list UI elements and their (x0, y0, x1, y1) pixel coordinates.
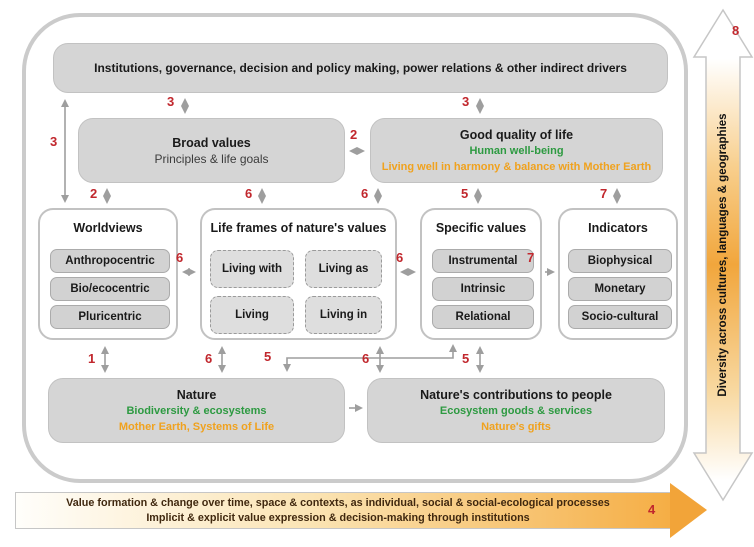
worldviews-item-anthropocentric: Anthropocentric (50, 249, 170, 273)
institutions-box: Institutions, governance, decision and p… (53, 43, 668, 93)
good-quality-green-line: Human well-being (469, 144, 564, 157)
connector-number: 6 (362, 351, 370, 366)
connector-number: 6 (205, 351, 213, 366)
diversity-arrow-label: Diversity across cultures, languages & g… (717, 113, 729, 397)
ncp-green-line: Ecosystem goods & services (439, 404, 593, 417)
broad-values-box: Broad values Principles & life goals (78, 118, 345, 183)
life-frame-living: Living (210, 296, 294, 334)
value-formation-arrow-head (670, 483, 707, 538)
specific-values-panel: Specific values Instrumental Intrinsic R… (420, 208, 542, 340)
indicators-panel: Indicators Biophysical Monetary Socio-cu… (558, 208, 678, 340)
life-frames-title: Life frames of nature's values (210, 221, 387, 235)
connector-number: 6 (245, 186, 253, 201)
worldviews-item-bio-ecocentric: Bio/ecocentric (50, 277, 170, 301)
value-formation-text: Value formation & change over time, spac… (28, 496, 648, 526)
specific-value-relational: Relational (432, 305, 534, 329)
value-formation-line1: Value formation & change over time, spac… (66, 497, 610, 509)
connector-number: 3 (167, 94, 175, 109)
worldviews-title: Worldviews (73, 221, 143, 235)
connector-number: 3 (462, 94, 470, 109)
worldviews-item-pluricentric: Pluricentric (50, 305, 170, 329)
broad-values-subtitle: Principles & life goals (154, 151, 269, 166)
connector-number: 6 (396, 250, 404, 265)
connector-number: 6 (176, 250, 184, 265)
indicator-biophysical: Biophysical (568, 249, 672, 273)
formation-number: 4 (648, 502, 656, 517)
worldviews-panel: Worldviews Anthropocentric Bio/ecocentri… (38, 208, 178, 340)
broad-values-title: Broad values (172, 135, 251, 150)
nature-green-line: Biodiversity & ecosystems (126, 404, 267, 417)
connector-number: 7 (527, 250, 535, 265)
ncp-box: Nature's contributions to people Ecosyst… (367, 378, 665, 443)
good-quality-orange-line: Living well in harmony & balance with Mo… (381, 160, 652, 173)
indicator-socio-cultural: Socio-cultural (568, 305, 672, 329)
connector-number: 1 (88, 351, 96, 366)
institutions-title: Institutions, governance, decision and p… (94, 61, 627, 75)
nature-title: Nature (176, 387, 217, 402)
ncp-orange-line: Nature's gifts (481, 420, 551, 433)
life-frames-panel: Life frames of nature's values Living wi… (200, 208, 397, 340)
connector-number: 5 (462, 351, 470, 366)
connector-number: 2 (90, 186, 98, 201)
nature-box: Nature Biodiversity & ecosystems Mother … (48, 378, 345, 443)
life-frame-living-as: Living as (305, 250, 382, 288)
life-frame-living-in: Living in (305, 296, 382, 334)
life-frame-living-with: Living with (210, 250, 294, 288)
good-quality-of-life-box: Good quality of life Human well-being Li… (370, 118, 663, 183)
specific-value-intrinsic: Intrinsic (432, 277, 534, 301)
nature-orange-line: Mother Earth, Systems of Life (118, 420, 275, 433)
good-quality-title: Good quality of life (459, 127, 574, 142)
diversity-number: 8 (732, 23, 740, 38)
value-formation-line2: Implicit & explicit value expression & d… (146, 512, 530, 524)
indicator-monetary: Monetary (568, 277, 672, 301)
indicators-title: Indicators (588, 221, 648, 235)
connector-number: 5 (461, 186, 469, 201)
connector-number: 3 (50, 134, 58, 149)
connector-number: 6 (361, 186, 369, 201)
connector-number: 2 (350, 127, 358, 142)
specific-values-title: Specific values (435, 221, 527, 235)
connector-number: 5 (264, 349, 272, 364)
specific-value-instrumental: Instrumental (432, 249, 534, 273)
ncp-title: Nature's contributions to people (420, 387, 612, 402)
connector-number: 7 (600, 186, 608, 201)
